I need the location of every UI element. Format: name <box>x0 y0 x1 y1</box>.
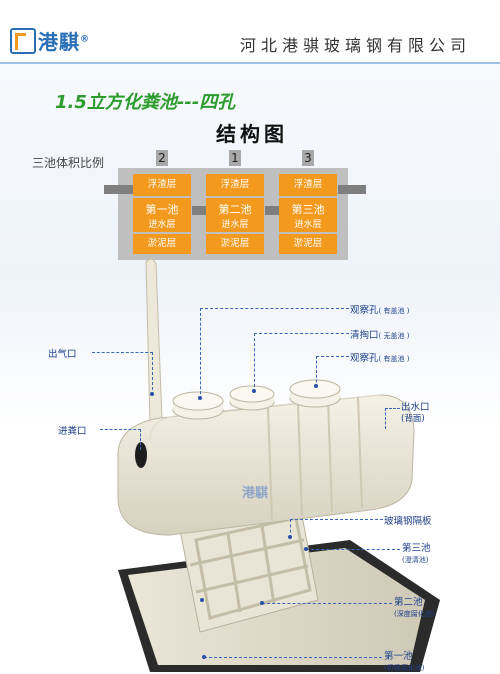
callout-dot <box>314 384 318 388</box>
callout-cleaning-port: 清掏口( 无盖池 ) <box>350 330 410 341</box>
callout-inlet: 进粪口 <box>58 426 87 437</box>
callout-first-chamber: 第一池(初级腐化池) <box>384 651 425 672</box>
chamber-first: 浮渣层 第一池进水层 淤泥层 <box>133 174 191 254</box>
leader-line <box>306 549 400 551</box>
callout-dot <box>202 655 206 659</box>
leader-line <box>385 408 400 429</box>
connector-pipe-1 <box>192 206 206 215</box>
chamber-number: 1 <box>229 150 241 166</box>
company-name: 河北港骐玻璃钢有限公司 <box>240 36 472 55</box>
connector-pipe-2 <box>265 206 279 215</box>
water-layer: 第二池进水层 <box>206 198 264 232</box>
brand-logo-icon <box>10 28 36 54</box>
inlet-pipe <box>104 185 134 194</box>
header-divider <box>0 62 500 64</box>
leader-line <box>262 603 392 605</box>
brand-name: 港騏® <box>38 30 90 54</box>
septic-tank-illustration <box>117 258 440 672</box>
leader-line <box>92 352 153 395</box>
leader-line <box>290 519 383 538</box>
callout-observation-hole-1: 观察孔( 有盖池 ) <box>350 305 410 316</box>
callout-partition: 玻璃钢隔板 <box>384 516 432 527</box>
tank-upper-shell <box>117 394 415 536</box>
callout-dot <box>304 547 308 551</box>
vent-pipe <box>145 258 163 425</box>
water-layer: 第一池进水层 <box>133 198 191 232</box>
chamber-number: 2 <box>156 150 168 166</box>
callout-dot <box>198 396 202 400</box>
header <box>0 0 500 62</box>
leader-line <box>100 429 141 450</box>
callout-dot <box>150 392 154 396</box>
partition-grid <box>194 516 312 620</box>
callout-dot <box>288 535 292 539</box>
product-subtitle: 1.5立方化粪池---四孔 <box>55 92 236 113</box>
callout-dot <box>260 601 264 605</box>
leader-line <box>254 333 349 392</box>
sludge-layer: 淤泥层 <box>133 234 191 254</box>
callout-third-chamber: 第三池(澄清池) <box>402 543 431 564</box>
chamber-third: 浮渣层 第三池进水层 淤泥层 <box>279 174 337 254</box>
callout-observation-hole-2: 观察孔( 有盖池 ) <box>350 353 410 364</box>
water-layer: 第三池进水层 <box>279 198 337 232</box>
tank-logo: 港騏 <box>242 486 269 501</box>
callout-dot <box>200 598 204 602</box>
chamber-second: 浮渣层 第二池进水层 淤泥层 <box>206 174 264 254</box>
outlet-pipe <box>338 185 366 194</box>
scum-layer: 浮渣层 <box>206 174 264 196</box>
sludge-layer: 淤泥层 <box>206 234 264 254</box>
sludge-layer: 淤泥层 <box>279 234 337 254</box>
scum-layer: 浮渣层 <box>279 174 337 196</box>
leader-line <box>204 657 382 659</box>
leader-line <box>316 356 349 387</box>
leader-line <box>200 308 349 399</box>
callout-water-outlet: 出水口(背面) <box>401 402 430 424</box>
chamber-number: 3 <box>302 150 314 166</box>
page-title: 结构图 <box>216 122 288 146</box>
callout-second-chamber: 第二池(深度腐化池) <box>394 597 435 618</box>
callout-air-outlet: 出气口 <box>48 349 77 360</box>
callout-dot <box>252 389 256 393</box>
inlet-port <box>135 442 147 468</box>
volume-ratio-label: 三池体积比例 <box>32 156 105 170</box>
scum-layer: 浮渣层 <box>133 174 191 196</box>
